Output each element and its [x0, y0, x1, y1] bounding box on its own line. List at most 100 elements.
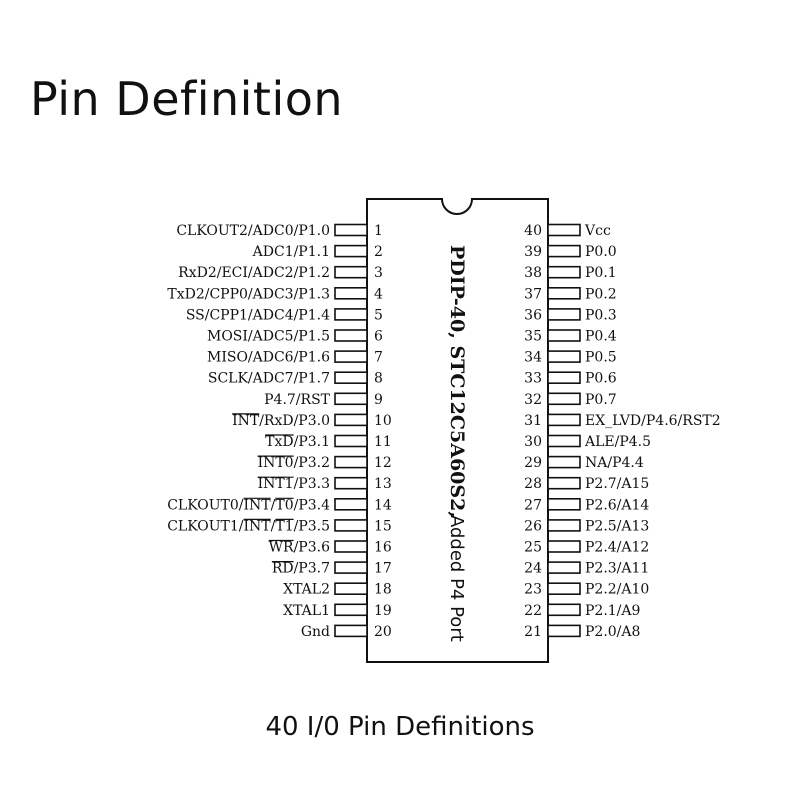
pin-lead [334, 392, 368, 406]
pin-number: 3 [374, 265, 383, 281]
pin-label: P4.7/RST [264, 392, 331, 408]
pin-label: P2.5/A13 [585, 518, 649, 534]
pin-lead [547, 223, 581, 237]
pin-label: TxD/P3.1 [265, 434, 330, 450]
pin-label: P2.7/A15 [585, 476, 649, 492]
pin-number: 16 [374, 540, 392, 556]
pin-lead [547, 455, 581, 469]
pin-lead [547, 603, 581, 617]
pin-label: P0.3 [585, 307, 617, 323]
pin-label: CLKOUT1/INT/T1/P3.5 [167, 518, 330, 534]
pin-label: P2.0/A8 [585, 624, 640, 640]
pin-number: 7 [374, 350, 383, 366]
caption: 40 I/0 Pin Definitions [265, 712, 535, 742]
pin-label: P0.2 [585, 286, 617, 302]
pin-number: 20 [374, 624, 392, 640]
pin-number: 25 [524, 540, 542, 556]
pin-number: 24 [524, 561, 542, 577]
left-pin-2: 2 ADC1/P1.1 [252, 244, 383, 260]
pin-number: 29 [524, 455, 542, 471]
pin-label: EX_LVD/P4.6/RST2 [585, 413, 721, 429]
pin-number: 23 [524, 582, 542, 598]
pin-lead [334, 223, 368, 237]
pin-lead [334, 286, 368, 300]
right-pin-26: 26 P2.5/A13 [524, 518, 649, 534]
pin-number: 26 [524, 518, 542, 534]
pin-lead [547, 624, 581, 638]
pin-number: 22 [524, 603, 542, 619]
added-port-label: Added P4 Port [446, 515, 467, 642]
pin-lead [334, 582, 368, 596]
pin-label: P0.1 [585, 265, 617, 281]
pin-label: INT0/P3.2 [258, 455, 330, 471]
pin-lead [334, 455, 368, 469]
pin-number: 2 [374, 244, 383, 260]
pin-label: TxD2/CPP0/ADC3/P1.3 [167, 286, 330, 302]
pin-number: 37 [524, 286, 542, 302]
pin-lead [547, 371, 581, 385]
pin-label: RD/P3.7 [272, 561, 330, 577]
right-pin-25: 25 P2.4/A12 [524, 540, 649, 556]
left-pin-5: 5SS/CPP1/ADC4/P1.4 [186, 307, 383, 323]
pin-label: P0.5 [585, 350, 617, 366]
pin-number: 5 [374, 307, 383, 323]
right-pin-40: 40 Vcc [524, 223, 611, 239]
pin-lead [334, 561, 368, 574]
pin-number: 9 [374, 392, 383, 408]
pin-label: ADC1/P1.1 [252, 244, 330, 260]
package-label: PDIP-40, STC12C5A60S2, [446, 245, 468, 518]
pin-lead [334, 265, 368, 279]
pin-lead [547, 582, 581, 596]
pin-number: 34 [524, 350, 542, 366]
left-pin-10: 10 INT/RxD/P3.0 [232, 413, 392, 429]
pin-label: CLKOUT0/INT/T0/P3.4 [167, 497, 330, 513]
pin-label: Vcc [584, 223, 611, 239]
pin-number: 40 [524, 223, 542, 239]
pin-lead [547, 286, 581, 300]
pin-label: XTAL1 [283, 603, 330, 619]
pin-lead [547, 265, 581, 279]
pin-number: 21 [524, 624, 542, 640]
pin-label: RxD2/ECI/ADC2/P1.2 [178, 265, 330, 281]
pin-number: 10 [374, 413, 392, 429]
pin-lead [334, 371, 368, 385]
pin-lead [547, 519, 581, 532]
pin-label: INT1/P3.3 [258, 476, 330, 492]
right-pin-33: 33 P0.6 [524, 371, 617, 387]
pin-number: 19 [374, 603, 392, 619]
pin-label: P0.6 [585, 371, 617, 387]
pin-lead [334, 603, 368, 617]
pin-label: P2.4/A12 [585, 540, 649, 556]
left-pin-13: 13 INT1/P3.3 [258, 476, 392, 492]
pin-label: INT/RxD/P3.0 [232, 413, 330, 429]
pin-number: 13 [374, 476, 392, 492]
pin-label: Gnd [301, 624, 330, 640]
left-pin-3: 3 RxD2/ECI/ADC2/P1.2 [178, 265, 383, 281]
pin-number: 28 [524, 476, 542, 492]
pin-number: 1 [374, 223, 383, 239]
pin-number: 33 [524, 371, 542, 387]
pin-label: CLKOUT2/ADC0/P1.0 [176, 223, 330, 239]
pin-lead [334, 413, 368, 427]
pin-lead [547, 561, 581, 574]
pin-number: 31 [524, 413, 542, 429]
pin-lead [547, 413, 581, 427]
pin-number: 32 [524, 392, 542, 408]
pin-label: XTAL2 [283, 582, 330, 598]
pin-label: P2.6/A14 [585, 497, 649, 513]
pin-number: 35 [524, 329, 542, 345]
